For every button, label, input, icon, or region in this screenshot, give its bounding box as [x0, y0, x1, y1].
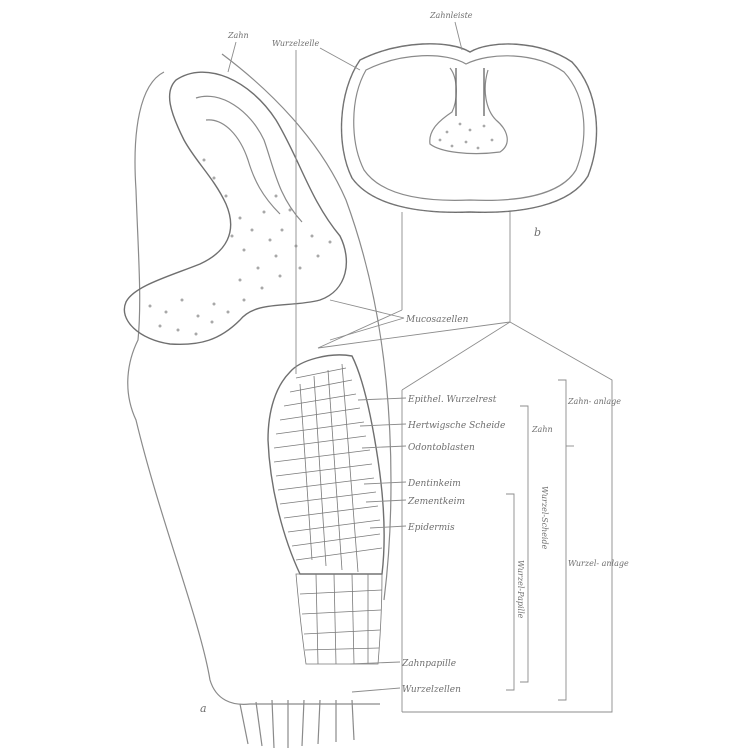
crown-germ-inner — [196, 96, 302, 222]
panel-mark-a: a — [200, 702, 207, 715]
crown-germ-stipple — [149, 159, 332, 336]
bracket-frame: Zahn- anlage Wurzel- anlage Zahn Wurzel-… — [402, 322, 629, 712]
bracket-label-inner-c: Wurzel-Papille — [516, 560, 525, 619]
bracket-papille — [506, 494, 514, 690]
cross-section-stalk — [456, 68, 484, 116]
label-group: Mucosazellen Epithel. Wurzelrest Hertwig… — [330, 300, 505, 695]
bracket-zahnanlage — [558, 380, 566, 700]
label-1: Epithel. Wurzelrest — [407, 395, 497, 405]
outer-sheath — [128, 72, 380, 704]
label-zahn: Zahn — [227, 31, 249, 40]
label-5: Zementkeim — [407, 497, 465, 507]
label-wurzelzelle-top: Wurzelzelle — [272, 39, 319, 48]
label-8: Wurzelzellen — [402, 685, 461, 695]
label-4: Dentinkeim — [407, 479, 461, 489]
cross-section-inner-ring — [354, 56, 584, 201]
label-0: Mucosazellen — [405, 315, 469, 325]
panel-mark-b: b — [534, 226, 541, 239]
cross-section-panel-b: Zahnleiste b — [342, 11, 597, 239]
longitudinal-section-panel-a: a Zahn Wurzelzelle — [124, 31, 391, 748]
cross-section-cavity — [430, 68, 507, 154]
label-6: Epidermis — [407, 523, 455, 533]
label-zahnleiste: Zahnleiste — [429, 11, 473, 20]
crown-germ-inner-2 — [206, 120, 280, 214]
crown-germ-outline — [124, 72, 346, 344]
bracket-label-inner-a: Zahn — [531, 425, 553, 434]
bracket-wurzelscheide — [520, 406, 528, 682]
bracket-label-inner-b: Wurzel-Scheide — [540, 486, 549, 550]
sheath-right-edge — [222, 54, 391, 600]
cross-section-stipple — [439, 123, 494, 150]
outer-frame — [402, 322, 612, 712]
label-2: Hertwigsche Scheide — [407, 421, 505, 431]
connector-lines — [318, 212, 510, 348]
papilla-grid — [296, 574, 382, 664]
bracket-label-outer-bottom: Wurzel- anlage — [568, 559, 629, 568]
label-3: Odontoblasten — [408, 443, 475, 453]
root-fibres — [240, 700, 354, 748]
label-7: Zahnpapille — [401, 659, 456, 669]
bracket-label-outer-top: Zahn- anlage — [567, 397, 621, 406]
